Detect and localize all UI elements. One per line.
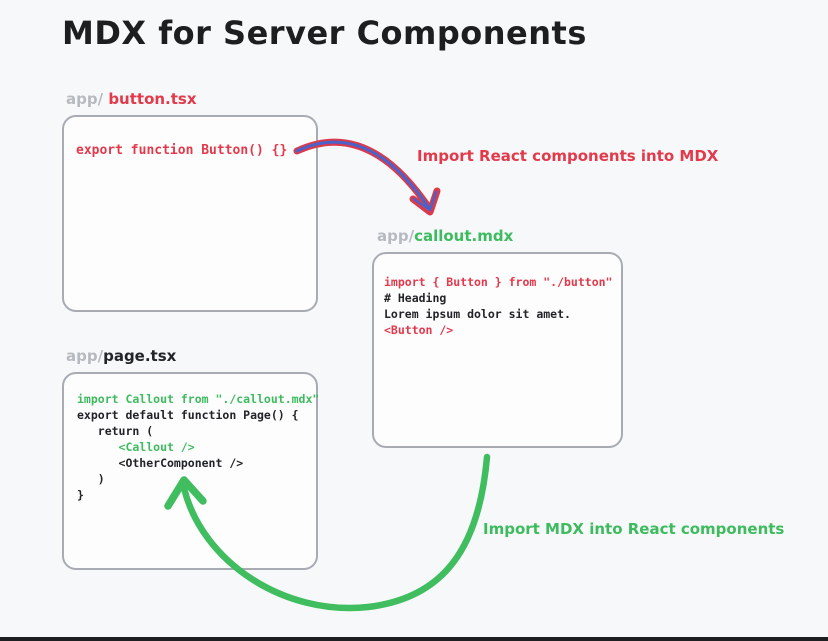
- code-line: import { Button } from "./button": [384, 275, 613, 289]
- arrow-label-mdx-to-react: Import MDX into React components: [483, 520, 785, 538]
- page-title: MDX for Server Components: [62, 14, 587, 52]
- file-dir: app/: [66, 90, 109, 108]
- code-line: # Heading: [384, 291, 447, 305]
- callout-mdx-box: import { Button } from "./button" # Head…: [372, 252, 623, 448]
- file-label-button-tsx: app/ button.tsx: [66, 90, 197, 108]
- file-name: callout.mdx: [414, 227, 514, 245]
- file-name: page.tsx: [103, 347, 177, 365]
- code-line: export default function Page() {: [77, 408, 299, 422]
- window-bottom-edge: [0, 637, 828, 641]
- react-to-mdx-arrow: [293, 138, 441, 216]
- file-label-callout-mdx: app/callout.mdx: [377, 227, 513, 245]
- file-dir: app/: [377, 227, 415, 245]
- page-tsx-box: import Callout from "./callout.mdx" expo…: [62, 372, 320, 570]
- code-line: <Button />: [384, 323, 454, 337]
- code-line: ): [77, 472, 105, 486]
- file-name: button.tsx: [108, 90, 197, 108]
- button-tsx-box: export function Button() {}: [62, 115, 318, 312]
- code-line: <Callout />: [77, 440, 195, 454]
- code-line: import Callout from "./callout.mdx": [77, 392, 320, 406]
- code-line: export function Button() {}: [76, 143, 288, 158]
- code-line: <OtherComponent />: [77, 456, 244, 470]
- file-label-page-tsx: app/page.tsx: [66, 347, 176, 365]
- arrow-label-react-to-mdx: Import React components into MDX: [417, 147, 719, 165]
- code-line: Lorem ipsum dolor sit amet.: [384, 307, 571, 321]
- file-dir: app/: [66, 347, 104, 365]
- code-line: return (: [77, 424, 154, 438]
- code-line: }: [77, 488, 84, 502]
